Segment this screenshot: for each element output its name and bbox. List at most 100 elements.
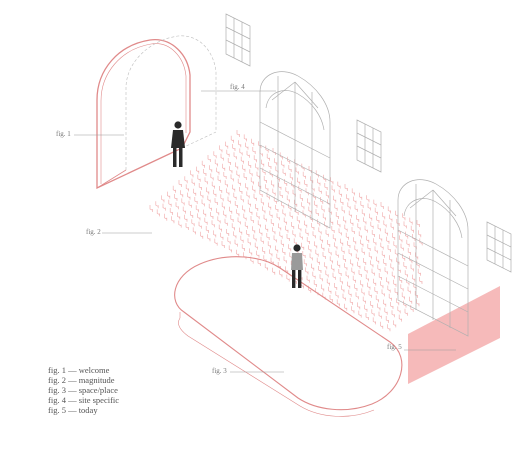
chair: [202, 199, 204, 206]
chair: [208, 155, 210, 162]
arch-gateway-floor: [97, 170, 126, 188]
chair: [309, 166, 311, 173]
chair: [238, 217, 240, 224]
chair: [402, 254, 404, 261]
chair: [332, 185, 334, 192]
chair: [180, 190, 182, 197]
chair: [254, 155, 256, 162]
chair: [263, 206, 265, 213]
chair: [260, 149, 262, 156]
chair: [382, 289, 384, 296]
chair: [208, 234, 210, 241]
chair: [345, 225, 347, 232]
chair: [266, 184, 268, 191]
chair: [287, 195, 289, 202]
chair: [198, 213, 200, 220]
chair: [198, 175, 200, 182]
chair: [225, 142, 227, 149]
chair: [319, 266, 321, 273]
chair: [417, 299, 419, 306]
chair: [384, 220, 386, 227]
chair: [258, 182, 260, 189]
chair: [355, 205, 357, 212]
chair: [404, 262, 406, 269]
oval-stage-edge: [178, 318, 374, 416]
chair: [365, 226, 367, 233]
chair: [208, 196, 210, 203]
chair: [388, 286, 390, 293]
chair: [418, 269, 420, 276]
chair: [395, 288, 397, 295]
chair: [372, 269, 374, 276]
chair: [392, 233, 394, 240]
chair: [276, 205, 278, 212]
person-on-stage: [291, 244, 303, 288]
chair: [337, 261, 339, 268]
chair: [284, 179, 286, 186]
chair: [325, 183, 327, 190]
chair: [205, 177, 207, 184]
chair: [306, 229, 308, 236]
chair: [399, 315, 401, 322]
chair: [371, 222, 373, 229]
chair: [270, 249, 272, 256]
chair: [352, 306, 354, 313]
chair: [283, 248, 285, 255]
chair: [235, 162, 237, 169]
chair: [388, 245, 390, 252]
chair: [358, 262, 360, 269]
chair: [226, 229, 228, 236]
legend-item: fig. 5 — today: [48, 405, 119, 415]
chair: [222, 164, 224, 171]
chair: [418, 230, 420, 237]
chair: [244, 252, 246, 259]
chair: [237, 171, 239, 178]
chair: [363, 297, 365, 304]
chair: [296, 167, 298, 174]
chair: [284, 256, 286, 263]
chair: [356, 292, 358, 299]
chair: [199, 222, 201, 229]
chair: [380, 322, 382, 329]
chair: [214, 151, 216, 158]
chair: [221, 194, 223, 201]
chair: [235, 240, 237, 247]
chair: [381, 202, 383, 209]
chair: [330, 295, 332, 302]
today-panel: [408, 286, 500, 384]
chair: [364, 217, 366, 224]
chair: [251, 177, 253, 184]
chair: [359, 311, 361, 318]
chair: [306, 267, 308, 274]
chair: [379, 273, 381, 280]
chair: [327, 279, 329, 286]
chair: [389, 294, 391, 301]
small-window-top: [226, 14, 250, 66]
chair: [338, 182, 340, 189]
chair: [379, 312, 381, 319]
fig1-label: fig. 1: [56, 130, 71, 138]
arch-gateway: [97, 36, 216, 188]
chair: [294, 238, 296, 245]
chair: [222, 202, 224, 209]
chair: [288, 244, 290, 251]
chair: [359, 231, 361, 238]
chair: [172, 216, 174, 223]
arched-window-left: [260, 72, 330, 228]
chair: [347, 282, 349, 289]
chair: [333, 196, 335, 203]
chair: [352, 188, 354, 195]
fig4-label: fig. 4: [230, 83, 245, 91]
chair: [400, 235, 402, 242]
arch-gateway-back: [126, 36, 216, 170]
small-window-middle: [357, 120, 381, 172]
chair: [312, 223, 314, 230]
chair: [343, 255, 345, 262]
chair: [390, 215, 392, 222]
chair: [271, 180, 273, 187]
chair: [351, 219, 353, 226]
chair: [377, 216, 379, 223]
chair: [350, 259, 352, 266]
chair: [373, 279, 375, 286]
chair: [211, 173, 213, 180]
